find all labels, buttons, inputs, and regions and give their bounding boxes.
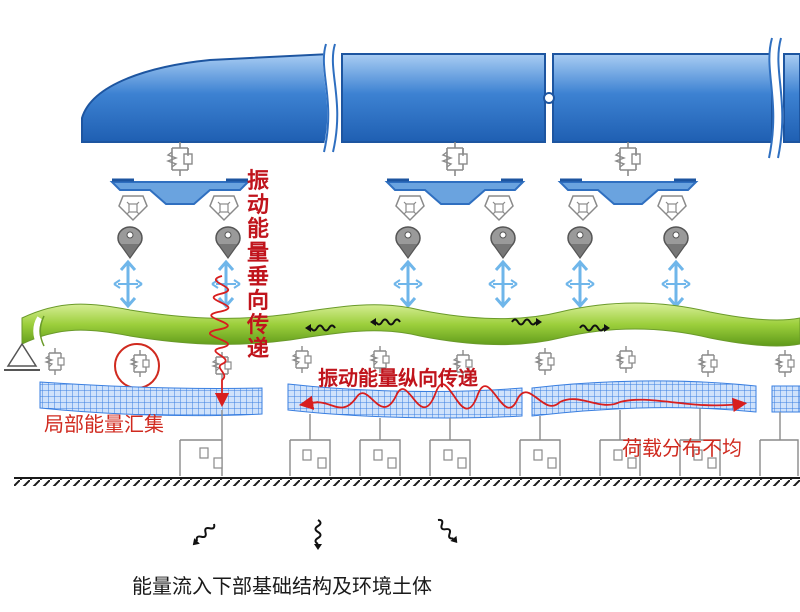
downward-wavy-arrows	[188, 516, 462, 551]
track-slabs	[39, 380, 800, 419]
label-energy-flow: 能量流入下部基础结构及环境土体	[132, 574, 432, 598]
longitudinal-energy-wave	[298, 383, 748, 413]
label-vertical-transfer: 振动能量垂向传递	[246, 169, 269, 362]
train-body	[81, 37, 800, 159]
label-longitudinal-transfer: 振动能量纵向传递	[318, 366, 478, 390]
bogie-1	[110, 141, 250, 308]
rail-beam	[21, 302, 800, 347]
ground	[14, 477, 800, 486]
label-local-gather: 局部能量汇集	[44, 412, 164, 436]
triangle-support-icon	[4, 342, 40, 371]
bogie-3	[558, 141, 698, 308]
label-uneven-load: 荷载分布不均	[622, 436, 742, 460]
vertical-energy-wave	[208, 275, 230, 408]
bogie-2	[385, 141, 525, 308]
base-supports	[179, 408, 799, 476]
